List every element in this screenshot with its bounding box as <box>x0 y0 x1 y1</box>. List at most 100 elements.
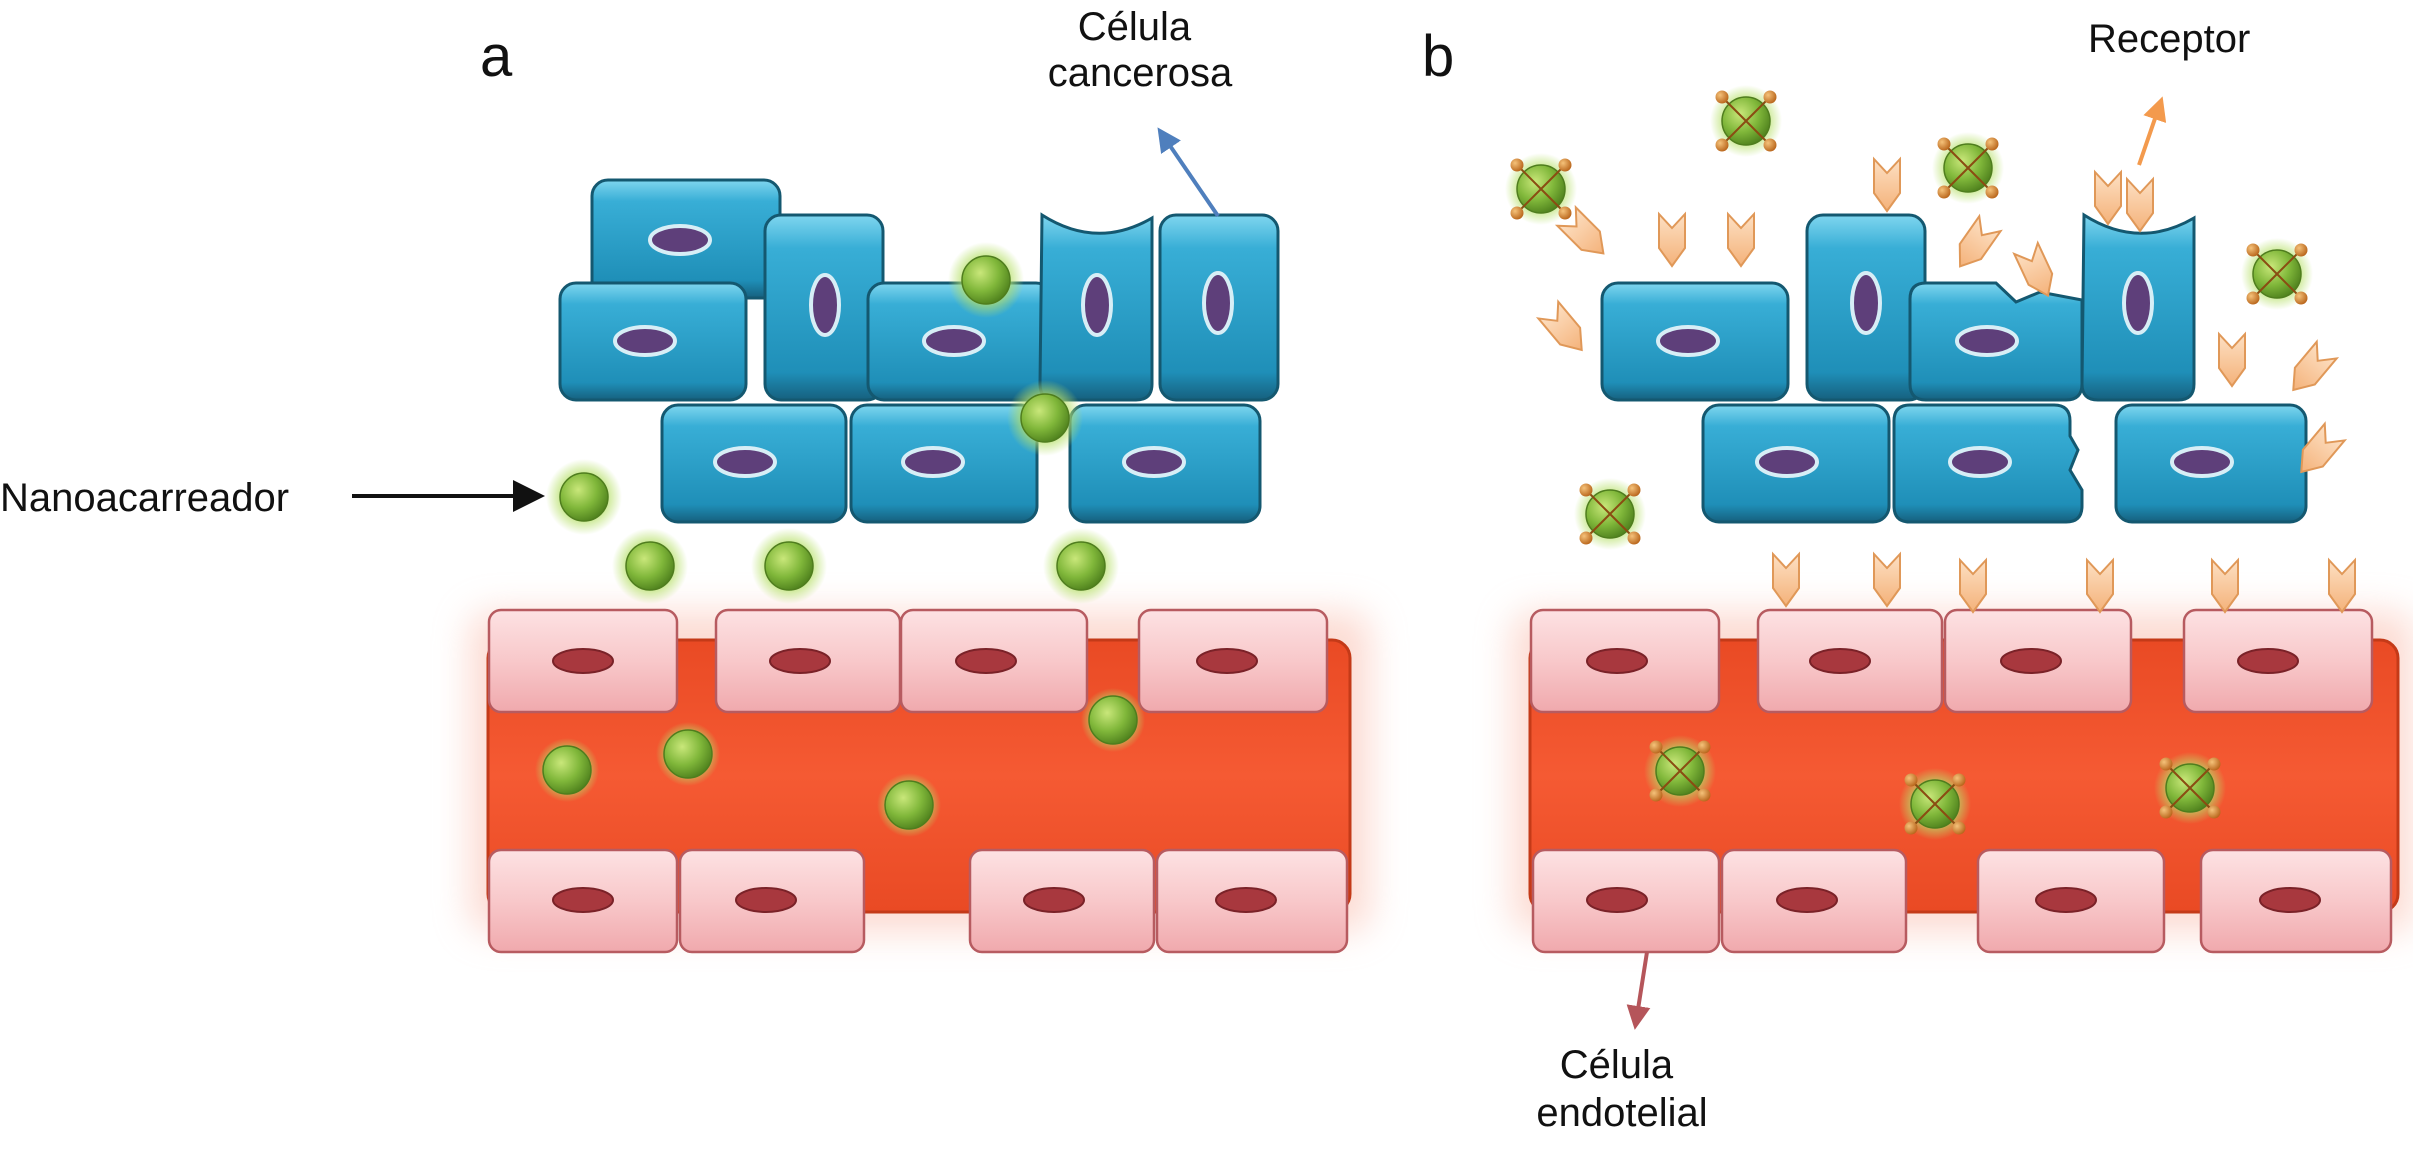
endothelial-cell <box>1943 608 2133 714</box>
cancer-cell <box>1600 281 1790 402</box>
cancer-cell <box>1068 403 1262 524</box>
nanocarriers-a <box>535 242 1145 837</box>
receptor <box>2292 339 2340 392</box>
endothelial-cell-label-line2: endotelial <box>1536 1091 1707 1135</box>
receptor <box>2012 240 2054 298</box>
receptor <box>1658 211 1686 268</box>
endothelial-nucleus <box>552 887 614 913</box>
nanocarrier <box>877 773 941 837</box>
cancer-cell-label: Célula cancerosa <box>1048 5 1233 95</box>
targeted-nanocarrier <box>1899 768 1971 840</box>
nanocarrier-label: Nanoacarreador <box>0 476 289 520</box>
endothelial-cell <box>1531 848 1721 954</box>
targeted-nanocarriers-b <box>1505 85 2313 840</box>
endothelial-cell <box>678 848 866 954</box>
endothelial-cell-label-line1: Célula <box>1560 1043 1674 1087</box>
nanocarrier <box>535 738 599 802</box>
endothelial-cell <box>714 608 902 714</box>
endothelial-cell <box>1529 608 1721 714</box>
cancer-nucleus <box>1081 273 1113 337</box>
endothelial-cell <box>2199 848 2393 954</box>
panel-b: b <box>1422 17 2413 1135</box>
cancer-nucleus <box>1850 271 1882 335</box>
cancer-cell <box>558 281 748 402</box>
cancer-nucleus <box>1948 446 2012 478</box>
cancer-cells-a <box>558 178 1280 524</box>
panel-a-letter: a <box>480 24 513 89</box>
targeted-nanocarrier <box>2154 752 2226 824</box>
receptor-label: Receptor <box>2088 17 2250 61</box>
targeted-nanocarrier <box>1505 153 1577 225</box>
nanocarrier <box>612 528 688 604</box>
endothelial-nucleus <box>1586 648 1648 674</box>
receptor <box>2300 421 2348 474</box>
endothelial-cell <box>968 848 1156 954</box>
targeted-nanocarrier <box>1932 132 2004 204</box>
endothelial-cell <box>1155 848 1349 954</box>
cancer-cells-b <box>1600 212 2308 524</box>
cancer-cell <box>849 403 1039 524</box>
endothelial-nucleus <box>2259 887 2321 913</box>
nanocarrier <box>1081 688 1145 752</box>
endothelial-cells-a-bottom <box>487 848 1349 954</box>
cancer-nucleus <box>1122 446 1186 478</box>
endothelial-cell <box>1720 848 1908 954</box>
endothelial-cells-a-top <box>487 608 1329 714</box>
endothelial-cell <box>487 608 679 714</box>
panel-b-letter: b <box>1422 24 1454 89</box>
endothelial-cell <box>1756 608 1944 714</box>
targeted-nanocarrier <box>2241 238 2313 310</box>
endothelial-nucleus <box>1809 648 1871 674</box>
endothelial-cells-b-bottom <box>1531 848 2393 954</box>
endothelial-nucleus <box>769 648 831 674</box>
endothelial-nucleus <box>735 887 797 913</box>
cancer-nucleus <box>922 325 986 357</box>
endothelial-nucleus <box>955 648 1017 674</box>
cancer-nucleus <box>809 273 841 337</box>
endothelial-cell-label: Célula endotelial <box>1536 1043 1707 1135</box>
cancer-cell <box>1908 281 2084 402</box>
cancer-cell <box>1701 403 1891 524</box>
receptor <box>2328 557 2356 614</box>
receptor-arrow <box>2137 96 2167 166</box>
receptor <box>1727 211 1755 268</box>
receptor <box>1959 557 1987 614</box>
cancer-nucleus <box>613 325 677 357</box>
cancer-cell-arrow <box>1157 127 1220 218</box>
cancer-nucleus <box>1656 325 1720 357</box>
receptor <box>1958 213 2003 268</box>
cancer-nucleus <box>1202 271 1234 335</box>
cancer-cell <box>1038 212 1154 402</box>
receptor <box>1873 156 1901 213</box>
cancer-cell-label-line1: Célula <box>1078 5 1192 49</box>
endothelial-receptors-b <box>1772 551 2356 614</box>
cancer-nucleus <box>1755 446 1819 478</box>
endothelial-nucleus <box>1196 648 1258 674</box>
receptor <box>2211 557 2239 614</box>
endothelial-nucleus <box>1023 887 1085 913</box>
cancer-cell-label-line2: cancerosa <box>1048 51 1233 95</box>
cancer-cell <box>1892 403 2084 524</box>
cancer-cell <box>1805 213 1927 402</box>
cancer-cell <box>660 403 848 524</box>
tumor-receptors-b <box>1535 156 2348 474</box>
endothelial-nucleus <box>2000 648 2062 674</box>
nanocarrier <box>656 722 720 786</box>
receptor <box>1535 299 1583 352</box>
panel-a: a <box>0 5 1370 954</box>
endothelial-nucleus <box>1215 887 1277 913</box>
cancer-cell <box>2114 403 2308 524</box>
endothelial-cell <box>1976 848 2166 954</box>
nanocarrier <box>1007 380 1083 456</box>
endothelial-nucleus <box>2237 648 2299 674</box>
cancer-nucleus <box>648 224 712 256</box>
targeted-nanocarrier <box>1710 85 1782 157</box>
receptor <box>1873 551 1901 608</box>
nanocarrier <box>948 242 1024 318</box>
cancer-cell <box>590 178 782 300</box>
cancer-cell <box>1158 213 1280 402</box>
cancer-nucleus <box>1955 325 2019 357</box>
cancer-nucleus <box>901 446 965 478</box>
targeted-nanocarrier <box>1644 735 1716 807</box>
